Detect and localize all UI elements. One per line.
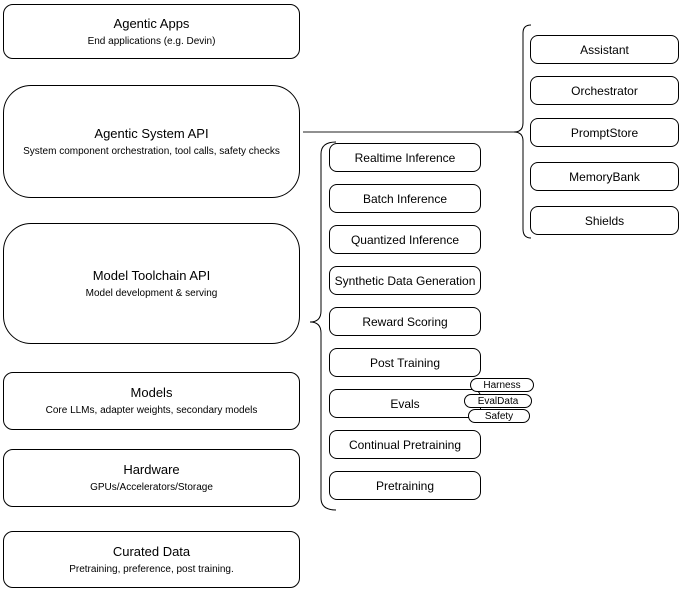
pill-label: Safety — [484, 410, 514, 422]
node-label: Quantized Inference — [350, 232, 460, 247]
node-hardware: Hardware GPUs/Accelerators/Storage — [3, 449, 300, 507]
node-evals: Evals — [329, 389, 481, 418]
pill-label: EvalData — [477, 395, 519, 407]
system-components-bracket — [513, 24, 532, 239]
node-models: Models Core LLMs, adapter weights, secon… — [3, 372, 300, 430]
node-post-training: Post Training — [329, 348, 481, 377]
node-quantized-inference: Quantized Inference — [329, 225, 481, 254]
node-batch-inference: Batch Inference — [329, 184, 481, 213]
node-agentic-apps: Agentic Apps End applications (e.g. Devi… — [3, 4, 300, 59]
node-label: Reward Scoring — [362, 314, 448, 329]
node-model-toolchain-api: Model Toolchain API Model development & … — [3, 223, 300, 344]
node-title: Model Toolchain API — [92, 267, 211, 283]
node-title: Agentic System API — [94, 125, 209, 141]
node-subtitle: End applications (e.g. Devin) — [87, 35, 216, 47]
pill-safety: Safety — [468, 409, 530, 423]
node-orchestrator: Orchestrator — [530, 76, 679, 105]
node-title: Hardware — [123, 462, 180, 477]
node-label: Post Training — [369, 355, 441, 370]
node-label: Batch Inference — [362, 191, 448, 206]
node-label: Pretraining — [375, 478, 435, 493]
node-title: Curated Data — [112, 543, 191, 559]
node-shields: Shields — [530, 206, 679, 235]
node-subtitle: Model development & serving — [85, 287, 218, 299]
node-title: Agentic Apps — [113, 15, 190, 31]
node-label: MemoryBank — [569, 169, 640, 184]
node-promptstore: PromptStore — [530, 118, 679, 147]
node-subtitle: Pretraining, preference, post training. — [69, 563, 234, 575]
node-label: Evals — [390, 396, 420, 411]
node-label: Realtime Inference — [354, 150, 456, 165]
node-continual-pretraining: Continual Pretraining — [329, 430, 481, 459]
node-synthetic-data-generation: Synthetic Data Generation — [329, 266, 481, 295]
node-pretraining: Pretraining — [329, 471, 481, 500]
node-reward-scoring: Reward Scoring — [329, 307, 481, 336]
node-label: Orchestrator — [571, 83, 638, 98]
node-realtime-inference: Realtime Inference — [329, 143, 481, 172]
node-label: Shields — [584, 213, 625, 228]
toolchain-components-bracket — [309, 141, 337, 511]
pill-label: Harness — [483, 379, 521, 391]
node-assistant: Assistant — [530, 35, 679, 64]
node-memorybank: MemoryBank — [530, 162, 679, 191]
node-label: Continual Pretraining — [348, 437, 462, 452]
node-curated-data: Curated Data Pretraining, preference, po… — [3, 531, 300, 588]
node-label: Synthetic Data Generation — [334, 273, 476, 288]
node-subtitle: System component orchestration, tool cal… — [23, 145, 280, 157]
node-agentic-system-api: Agentic System API System component orch… — [3, 85, 300, 198]
node-label: PromptStore — [570, 125, 639, 140]
pill-evaldata: EvalData — [464, 394, 532, 408]
node-subtitle: GPUs/Accelerators/Storage — [90, 482, 213, 493]
node-title: Models — [130, 385, 173, 400]
node-label: Assistant — [580, 42, 629, 57]
node-subtitle: Core LLMs, adapter weights, secondary mo… — [45, 405, 258, 416]
pill-harness: Harness — [470, 378, 534, 392]
